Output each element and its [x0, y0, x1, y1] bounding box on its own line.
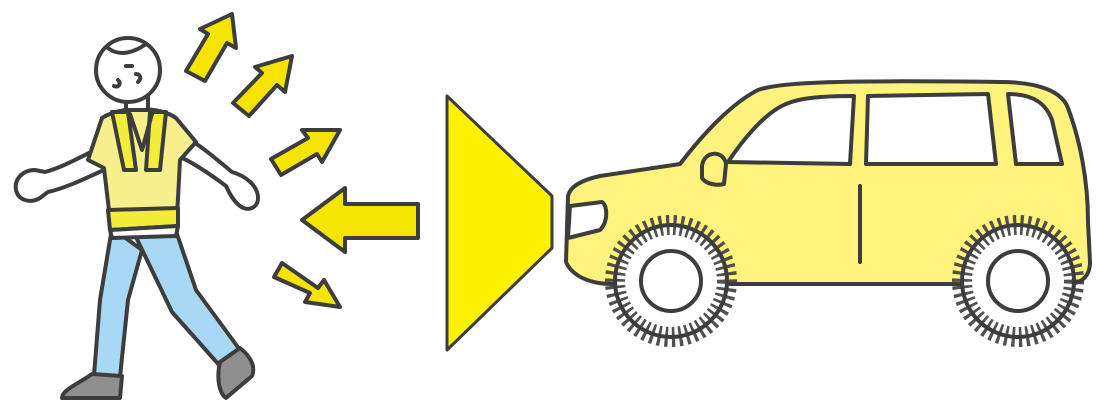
side-mirror [702, 154, 726, 185]
rear-wheel [962, 225, 1074, 337]
car-icon [566, 81, 1090, 337]
left-leg [94, 228, 142, 377]
right-leg [135, 228, 240, 366]
headlight-beam-icon [447, 96, 552, 350]
pedestrian-figure [16, 38, 258, 398]
arrow-icon [274, 263, 340, 307]
arrow-icon [186, 14, 236, 81]
front-wheel [615, 225, 727, 337]
head [96, 38, 160, 102]
arrow-icon [271, 130, 340, 175]
arrow-icon [302, 188, 418, 252]
arrow-icon [233, 56, 292, 116]
middle-window [866, 94, 996, 164]
left-shoe [62, 374, 122, 398]
